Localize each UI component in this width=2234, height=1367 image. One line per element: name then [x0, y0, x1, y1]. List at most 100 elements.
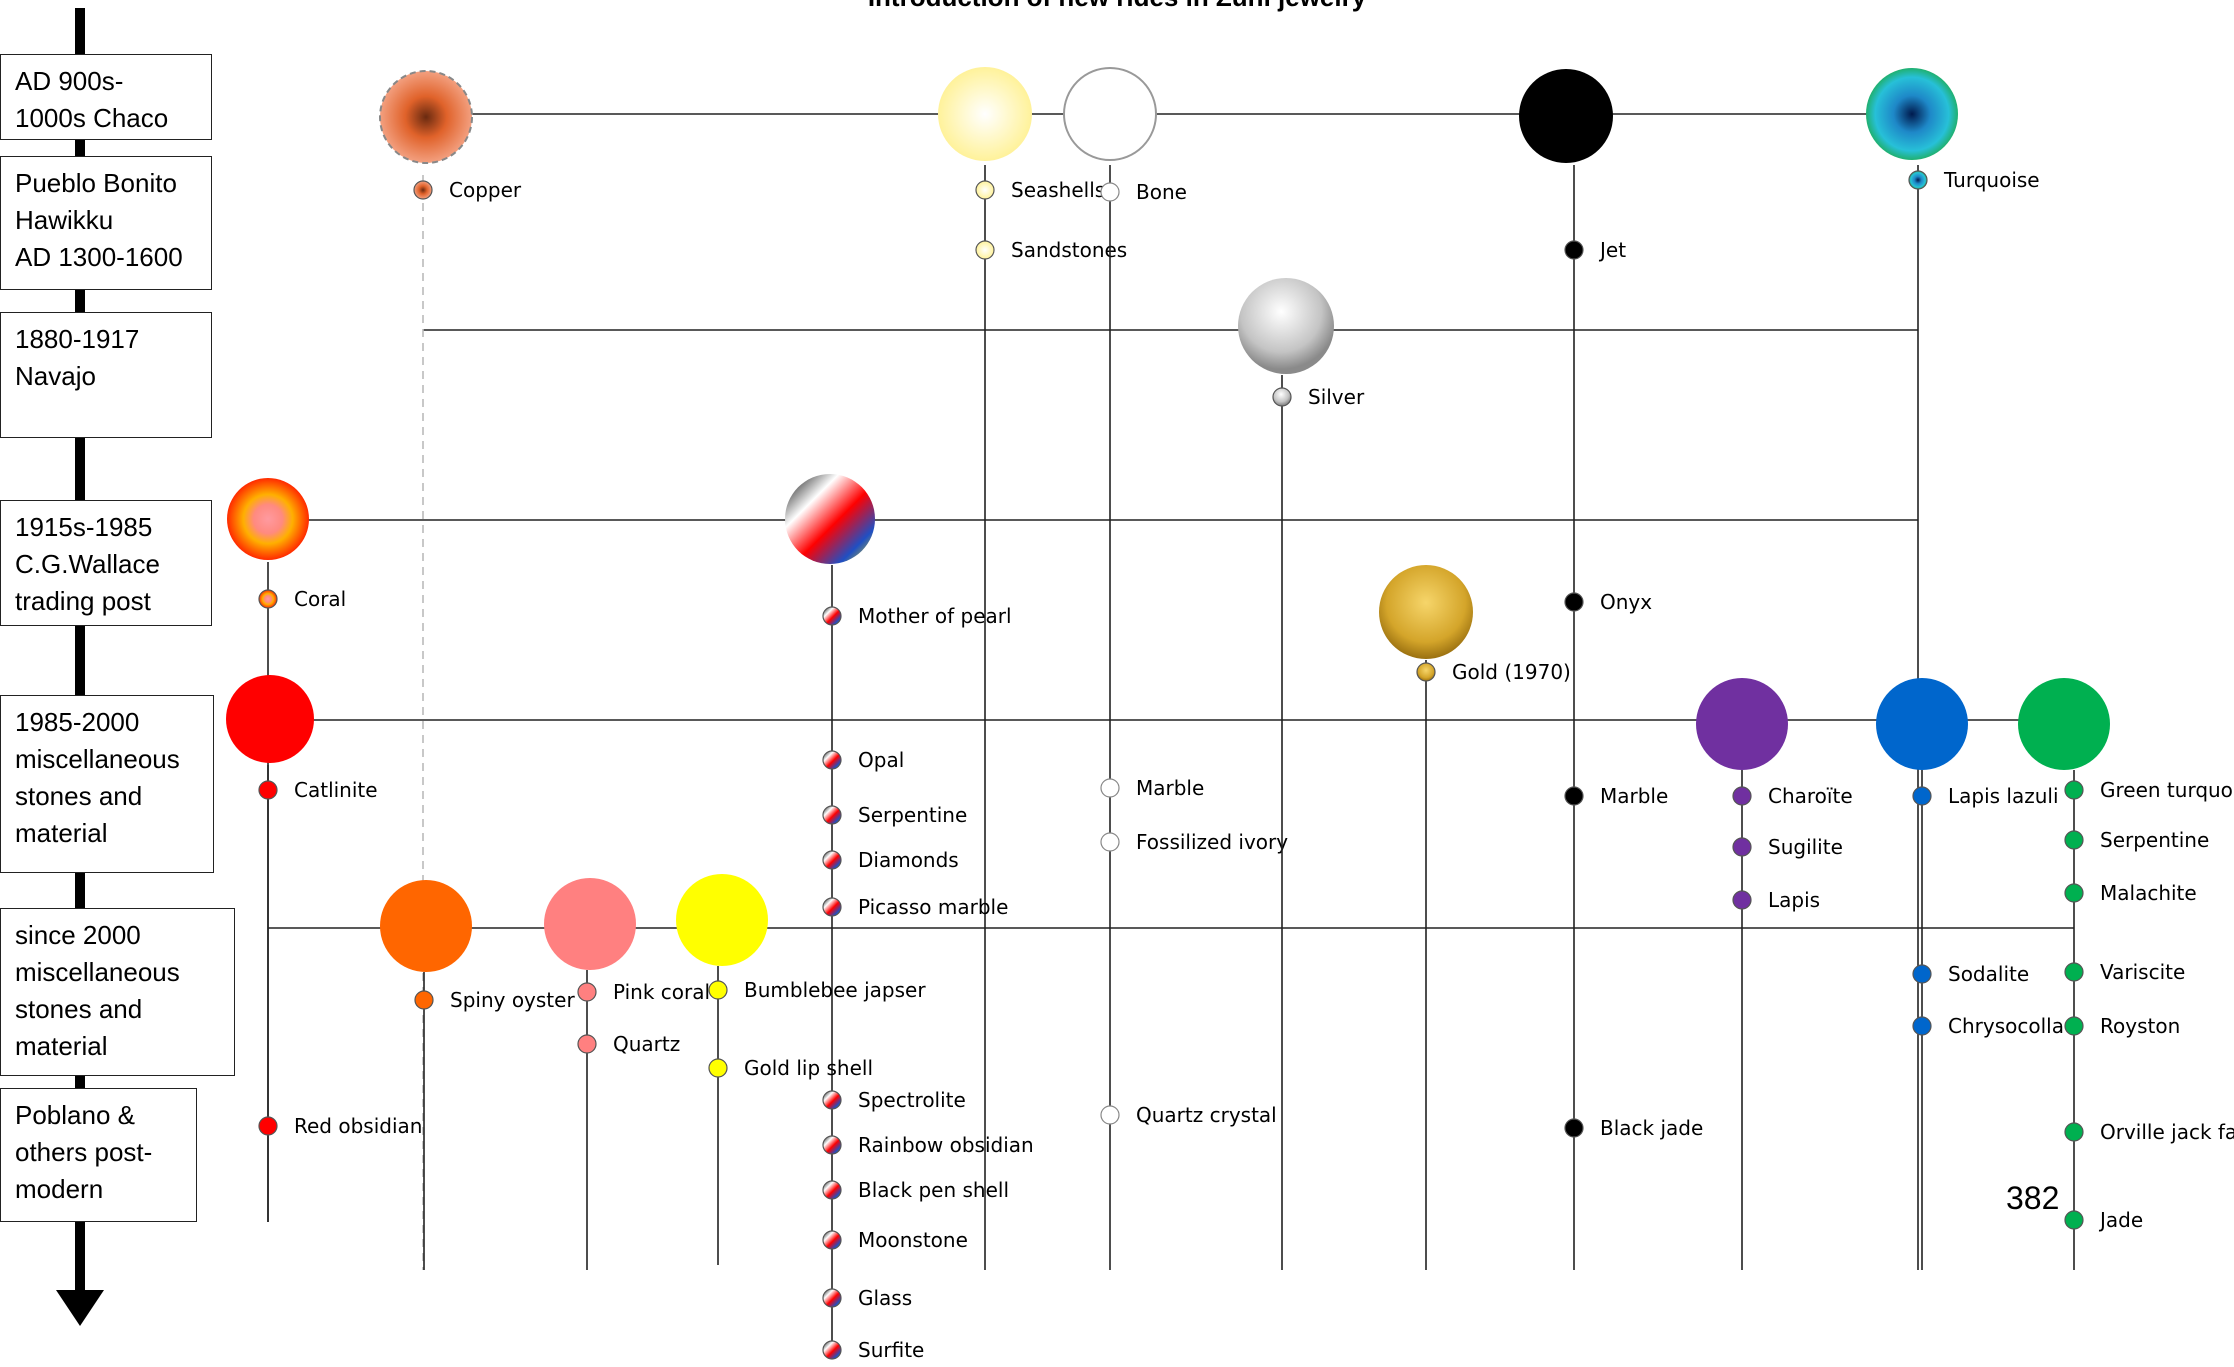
- era-box: Poblano & others post- modern: [0, 1088, 197, 1222]
- material-label: Chrysocolla: [1948, 1014, 2064, 1038]
- page-number: 382: [2006, 1180, 2060, 1216]
- material-label: Sandstones: [1011, 238, 1127, 262]
- material-dot: [2064, 883, 2084, 903]
- material-label: Moonstone: [858, 1228, 968, 1252]
- material-dot: [1564, 1118, 1584, 1138]
- family-node: [1866, 68, 1958, 160]
- material-dot: [822, 1230, 842, 1250]
- material-label: Coral: [294, 587, 346, 611]
- material-dot: [2064, 962, 2084, 982]
- material-label: Catlinite: [294, 778, 378, 802]
- material-label: Quartz crystal: [1136, 1103, 1277, 1127]
- material-dot: [1732, 837, 1752, 857]
- time-axis-arrow: [56, 1290, 104, 1326]
- material-dot: [2064, 830, 2084, 850]
- material-dot: [822, 750, 842, 770]
- material-label: Glass: [858, 1286, 912, 1310]
- family-node: [1876, 678, 1968, 770]
- material-label: Surfite: [858, 1338, 924, 1362]
- material-dot: [822, 1135, 842, 1155]
- material-dot: [258, 780, 278, 800]
- material-label: Picasso marble: [858, 895, 1008, 919]
- material-family: Copper: [379, 70, 522, 1270]
- material-dot: [1732, 786, 1752, 806]
- material-family: Mother of pearlOpalSerpentineDiamondsPic…: [785, 474, 1034, 1362]
- material-label: Bumblebee japser: [744, 978, 926, 1002]
- material-dot: [822, 1180, 842, 1200]
- material-label: Rainbow obsidian: [858, 1133, 1034, 1157]
- material-dot: [1912, 1016, 1932, 1036]
- material-dot: [258, 589, 278, 609]
- material-label: Serpentine: [858, 803, 967, 827]
- material-dot: [1564, 786, 1584, 806]
- material-label: Marble: [1600, 784, 1668, 808]
- family-node: [785, 474, 875, 564]
- material-label: Lapis lazuli: [1948, 784, 2059, 808]
- family-node: [676, 874, 768, 966]
- era-box: 1880-1917 Navajo: [0, 312, 212, 438]
- material-label: Fossilized ivory: [1136, 830, 1288, 854]
- material-dot: [1912, 786, 1932, 806]
- material-label: Lapis: [1768, 888, 1820, 912]
- material-dot: [413, 180, 433, 200]
- material-label: Bone: [1136, 180, 1187, 204]
- era-box: AD 900s- 1000s Chaco: [0, 54, 212, 140]
- material-label: Malachite: [2100, 881, 2197, 905]
- material-dot: [1912, 964, 1932, 984]
- material-dot: [822, 1288, 842, 1308]
- material-dot: [708, 980, 728, 1000]
- material-label: Serpentine: [2100, 828, 2209, 852]
- material-label: Jet: [1598, 238, 1626, 262]
- material-label: Black jade: [1600, 1116, 1703, 1140]
- material-dot: [2064, 1210, 2084, 1230]
- material-dot: [822, 805, 842, 825]
- material-family: Turquoise: [1866, 68, 2040, 1270]
- material-label: Silver: [1308, 385, 1365, 409]
- material-family: Green turquoiseSerpentineMalachiteVarisc…: [2018, 678, 2234, 1270]
- material-label: Spectrolite: [858, 1088, 966, 1112]
- material-label: Mother of pearl: [858, 604, 1012, 628]
- era-box: 1985-2000 miscellaneous stones and mater…: [0, 695, 214, 873]
- material-dot: [822, 850, 842, 870]
- family-node: [2018, 678, 2110, 770]
- material-dot: [258, 1116, 278, 1136]
- material-label: Royston: [2100, 1014, 2180, 1038]
- era-box: since 2000 miscellaneous stones and mate…: [0, 908, 235, 1076]
- material-dot: [822, 1340, 842, 1360]
- material-label: Green turquoise: [2100, 778, 2234, 802]
- material-label: Black pen shell: [858, 1178, 1009, 1202]
- material-label: Onyx: [1600, 590, 1652, 614]
- material-label: Marble: [1136, 776, 1204, 800]
- material-label: Gold (1970): [1452, 660, 1571, 684]
- material-dot: [1100, 1105, 1120, 1125]
- material-family: Gold (1970): [1379, 565, 1571, 1270]
- material-dot: [708, 1058, 728, 1078]
- material-dot: [822, 1090, 842, 1110]
- material-dot: [975, 180, 995, 200]
- material-dot: [577, 1034, 597, 1054]
- material-label: Gold lip shell: [744, 1056, 873, 1080]
- material-family: Coral: [227, 478, 346, 1222]
- material-dot: [1564, 240, 1584, 260]
- material-label: Red obsidian: [294, 1114, 422, 1138]
- family-node: [380, 880, 472, 972]
- material-label: Quartz: [613, 1032, 680, 1056]
- material-label: Seashells: [1011, 178, 1105, 202]
- material-label: Sodalite: [1948, 962, 2029, 986]
- material-label: Variscite: [2100, 960, 2185, 984]
- family-node: [1238, 278, 1334, 374]
- material-dot: [822, 606, 842, 626]
- material-dot: [2064, 780, 2084, 800]
- material-dot: [1272, 387, 1292, 407]
- material-label: Turquoise: [1943, 168, 2040, 192]
- material-label: Orville jack faustite: [2100, 1120, 2234, 1144]
